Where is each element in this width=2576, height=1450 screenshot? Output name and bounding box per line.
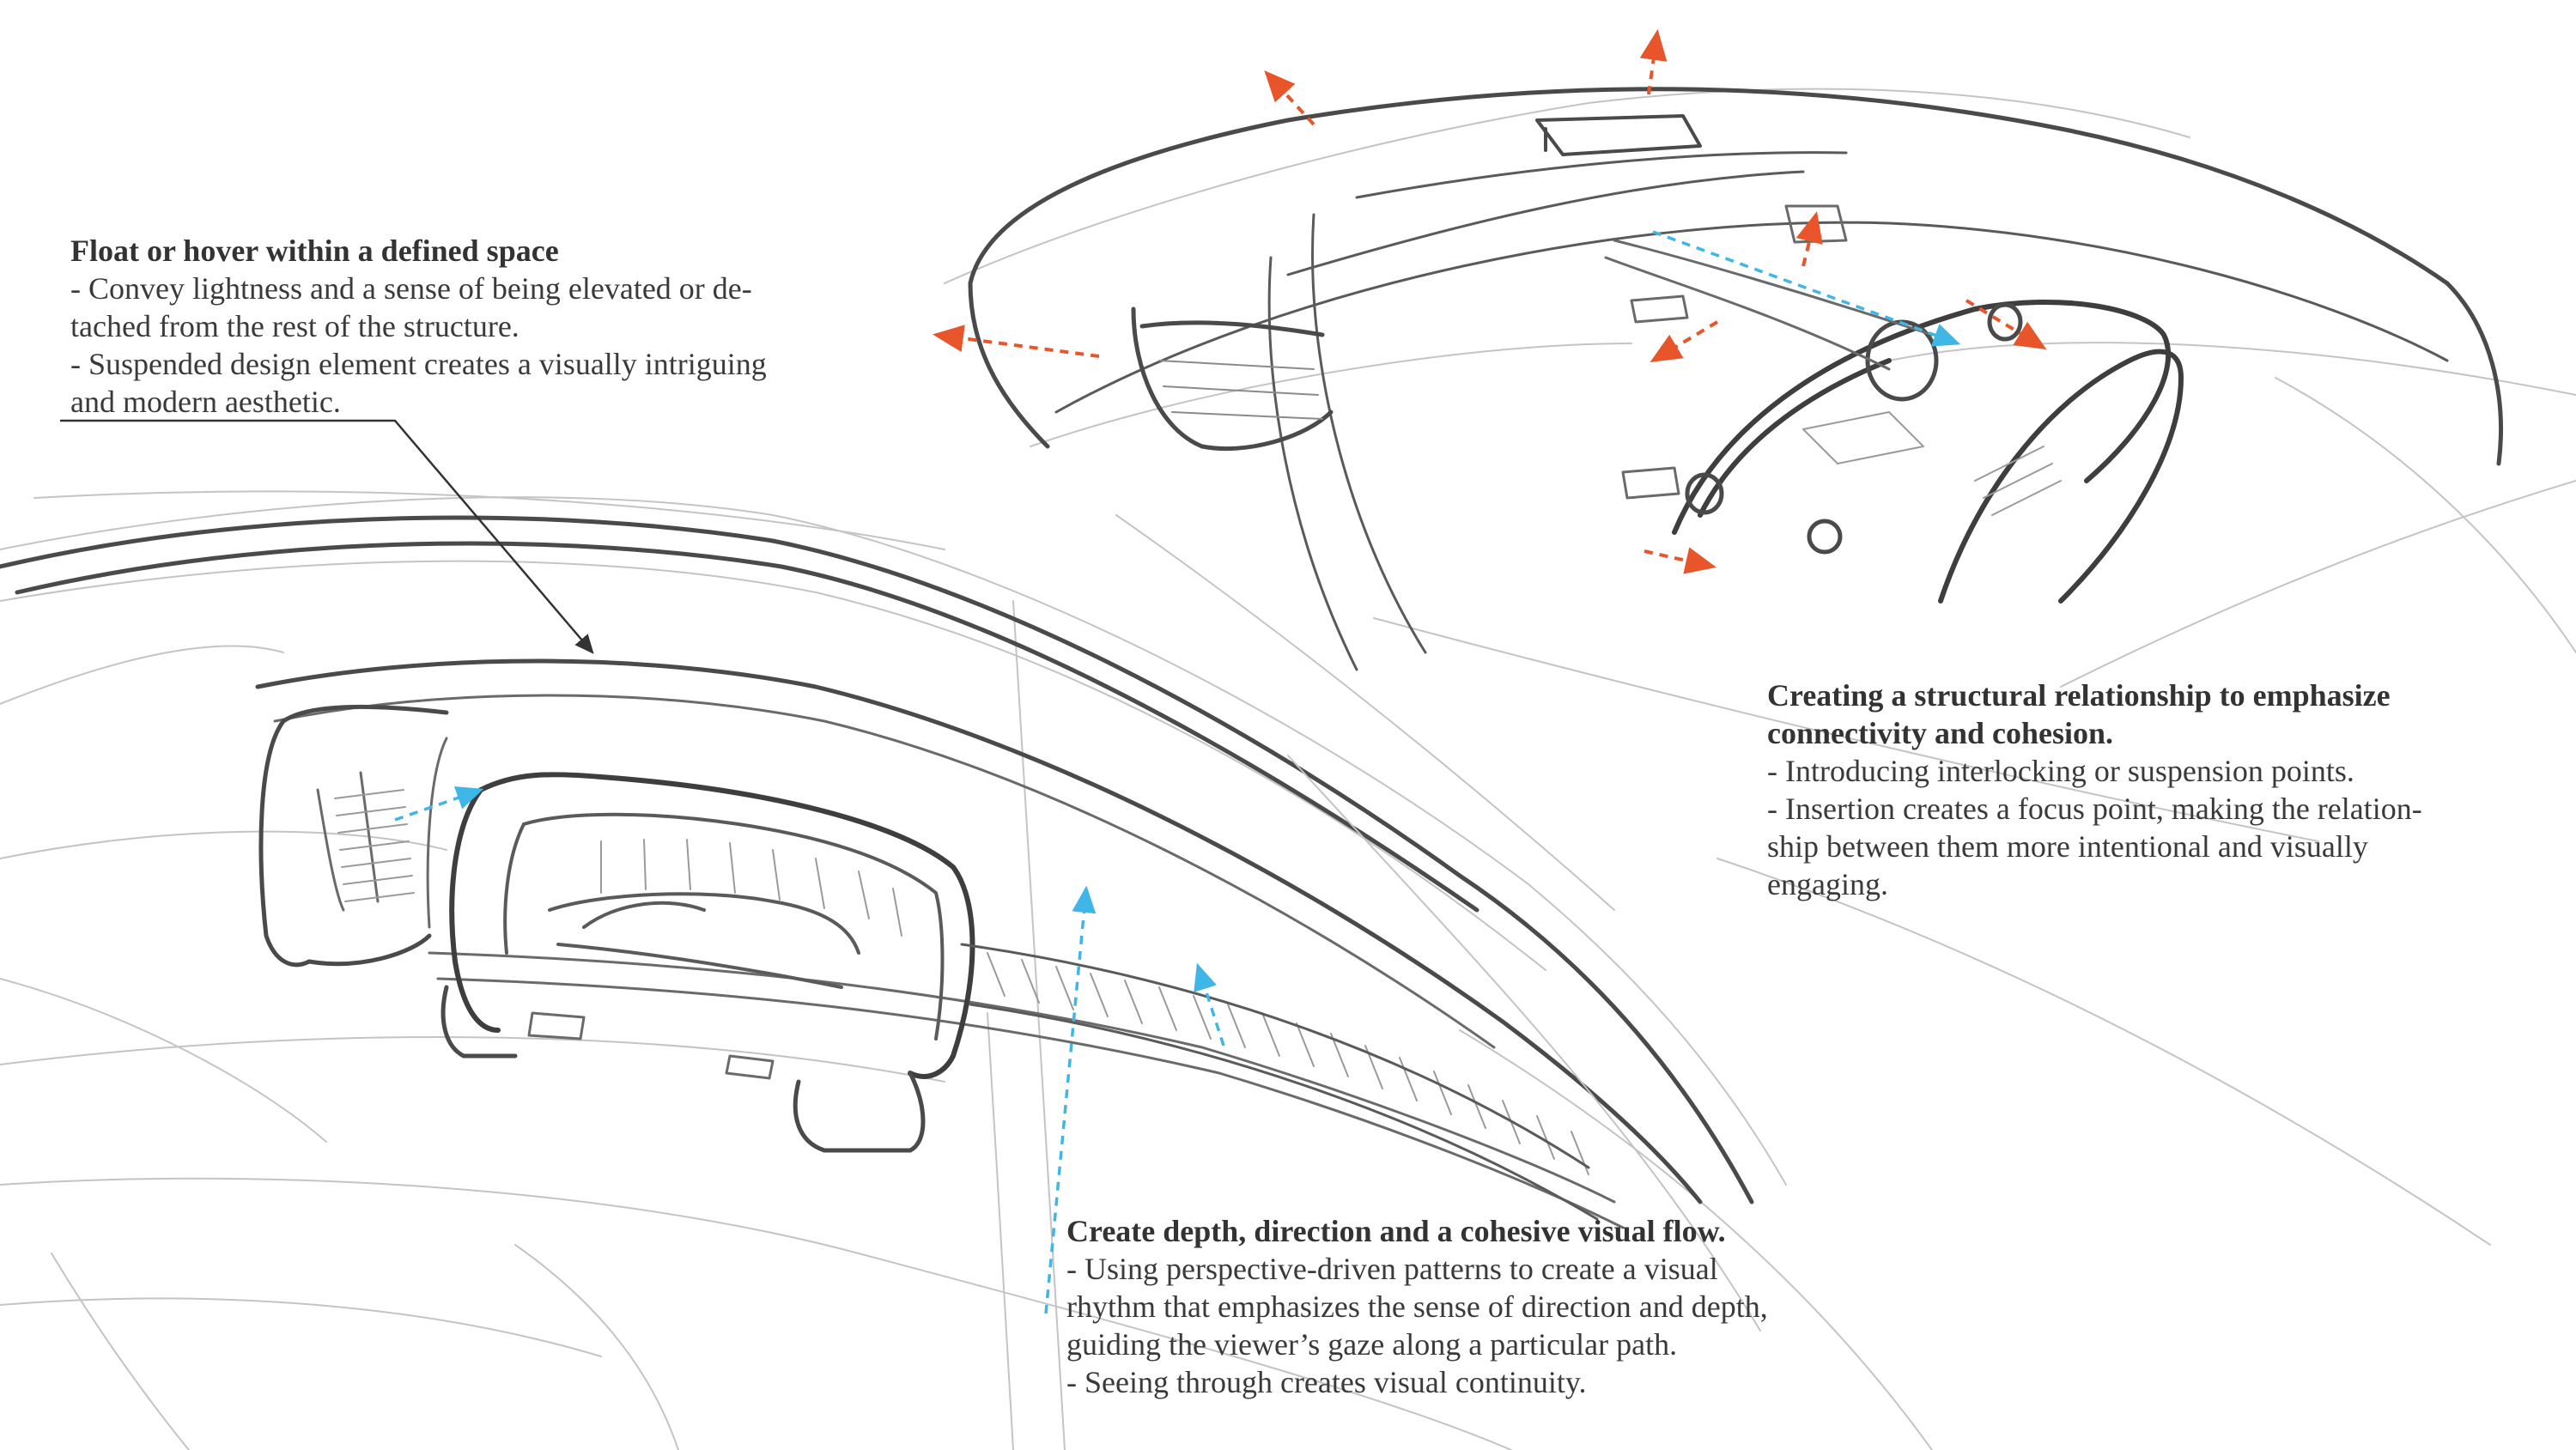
arrow-blue xyxy=(1044,885,1097,1314)
bullet-line: ship between them more intentional and v… xyxy=(1767,829,2368,864)
bullet-line: - Using perspective-driven patterns to c… xyxy=(1066,1252,1718,1286)
bullet-line: - Insertion creates a focus point, makin… xyxy=(1767,792,2422,826)
depth-direction-bullet: - Seeing through creates visual continui… xyxy=(1066,1363,1768,1401)
front-dashboard-sketch xyxy=(0,490,1933,1450)
bullet-line: guiding the viewer’s gaze along a partic… xyxy=(1066,1327,1678,1362)
float-hover-title: Float or hover within a defined space xyxy=(70,234,559,268)
depth-direction-bullet: - Using perspective-driven patterns to c… xyxy=(1066,1250,1768,1363)
depth-direction-annotation: Create depth, direction and a cohesive v… xyxy=(1066,1212,1768,1401)
bullet-line: - Suspended design element creates a vis… xyxy=(70,347,767,381)
leader-line xyxy=(60,419,594,654)
bullet-line: - Convey lightness and a sense of being … xyxy=(70,271,752,306)
bullet-line: rhythm that emphasizes the sense of dire… xyxy=(1066,1289,1768,1324)
arrow-blue xyxy=(1652,230,1961,347)
bullet-line: - Introducing interlocking or suspension… xyxy=(1767,754,2354,788)
structural-bullet: - Introducing interlocking or suspension… xyxy=(1767,752,2422,790)
depth-direction-title: Create depth, direction and a cohesive v… xyxy=(1066,1214,1726,1248)
float-hover-bullet: - Convey lightness and a sense of being … xyxy=(70,270,767,345)
blue-flow-arrows xyxy=(394,230,1961,1314)
structural-title-line: Creating a structural relationship to em… xyxy=(1767,678,2391,713)
arrow-orange xyxy=(1264,70,1315,126)
arrow-orange xyxy=(1643,547,1716,574)
bullet-line: - Seeing through creates visual continui… xyxy=(1066,1365,1587,1399)
bullet-line: tached from the rest of the structure. xyxy=(70,309,519,343)
bullet-line: and modern aesthetic. xyxy=(70,385,341,419)
arrow-orange xyxy=(1639,29,1668,95)
float-hover-bullet: - Suspended design element creates a vis… xyxy=(70,345,767,421)
arrow-orange xyxy=(933,325,1100,358)
structural-relationship-annotation: Creating a structural relationship to em… xyxy=(1767,676,2422,903)
bullet-line: engaging. xyxy=(1767,867,1888,901)
float-hover-annotation: Float or hover within a defined space - … xyxy=(70,232,767,421)
orange-direction-arrows xyxy=(933,29,2047,574)
structural-title-line: connectivity and cohesion. xyxy=(1767,716,2114,750)
structural-bullet: - Insertion creates a focus point, makin… xyxy=(1767,790,2422,903)
arrow-blue xyxy=(1194,962,1225,1047)
arrow-orange xyxy=(1649,320,1719,363)
